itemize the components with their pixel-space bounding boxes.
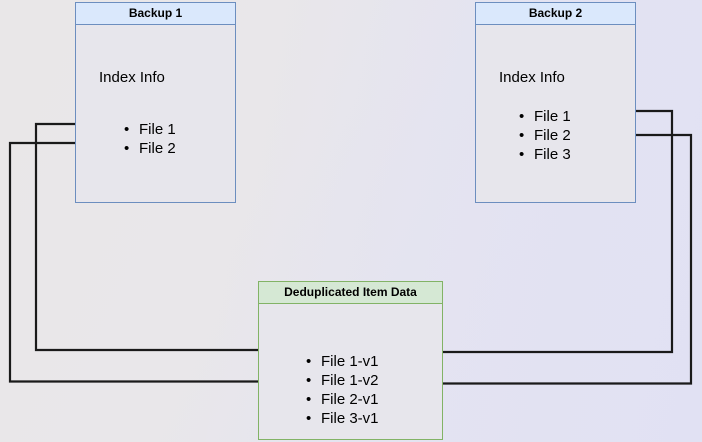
dedup-item[interactable]: File 3-v1 [306, 409, 379, 428]
dedup-title: Deduplicated Item Data [259, 282, 442, 304]
dedup-item-list: File 1-v1 File 1-v2 File 2-v1 File 3-v1 [306, 352, 379, 428]
backup1-index-info-label: Index Info [99, 69, 165, 86]
dedup-item[interactable]: File 1-v2 [306, 371, 379, 390]
dedup-body: File 1-v1 File 1-v2 File 2-v1 File 3-v1 [259, 304, 442, 440]
backup2-file-item[interactable]: File 1 [519, 107, 571, 126]
backup1-body: Index Info File 1 File 2 [76, 25, 235, 203]
dedup-item[interactable]: File 1-v1 [306, 352, 379, 371]
dedup-box[interactable]: Deduplicated Item Data File 1-v1 File 1-… [258, 281, 443, 440]
backup2-box[interactable]: Backup 2 Index Info File 1 File 2 File 3 [475, 2, 636, 203]
dedup-item[interactable]: File 2-v1 [306, 390, 379, 409]
backup1-box[interactable]: Backup 1 Index Info File 1 File 2 [75, 2, 236, 203]
backup1-file-item[interactable]: File 2 [124, 139, 176, 158]
backup2-file-item[interactable]: File 3 [519, 145, 571, 164]
backup2-file-item[interactable]: File 2 [519, 126, 571, 145]
backup2-title: Backup 2 [476, 3, 635, 25]
backup1-title: Backup 1 [76, 3, 235, 25]
backup1-file-list: File 1 File 2 [124, 120, 176, 158]
backup2-body: Index Info File 1 File 2 File 3 [476, 25, 635, 203]
backup2-file-list: File 1 File 2 File 3 [519, 107, 571, 164]
backup2-index-info-label: Index Info [499, 69, 565, 86]
backup1-file-item[interactable]: File 1 [124, 120, 176, 139]
